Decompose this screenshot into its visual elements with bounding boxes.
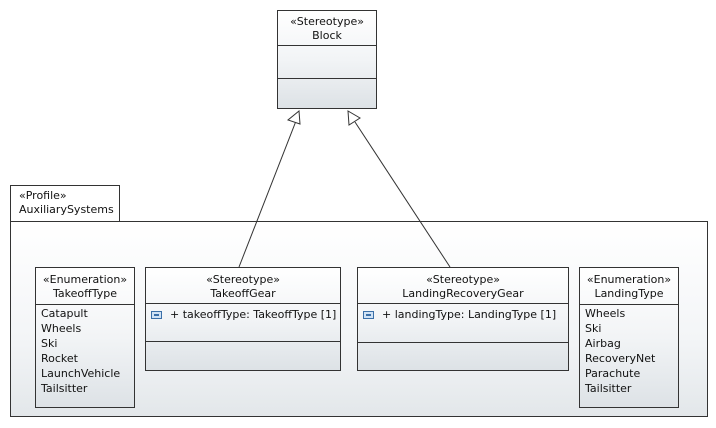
takeoff-gear-stereotype[interactable]: «Stereotype» TakeoffGear + takeoffType: … xyxy=(145,267,341,371)
takeoff-gear-attribute-text: + takeoffType: TakeoffType [1] xyxy=(170,308,337,321)
landing-recovery-gear-stereotype[interactable]: «Stereotype» LandingRecoveryGear + landi… xyxy=(357,267,569,371)
landing-type-name: LandingType xyxy=(594,287,664,300)
takeoff-gear-header: «Stereotype» TakeoffGear xyxy=(146,268,340,301)
enum-literal[interactable]: LaunchVehicle xyxy=(41,367,121,380)
inheritance-arrowhead-icon xyxy=(347,110,361,126)
enum-literal[interactable]: Parachute xyxy=(585,367,641,380)
landing-gear-stereotype-label: «Stereotype» xyxy=(426,273,500,286)
enum-literal[interactable]: Wheels xyxy=(585,307,626,320)
enum-literal[interactable]: Tailsitter xyxy=(41,382,88,395)
enum-literal[interactable]: Tailsitter xyxy=(585,382,632,395)
takeoff-type-enumeration[interactable]: «Enumeration» TakeoffType Catapult Wheel… xyxy=(35,267,135,408)
enum-literal[interactable]: Airbag xyxy=(585,337,621,350)
profile-name: AuxiliarySystems xyxy=(19,203,114,216)
block-divider-1 xyxy=(278,45,376,46)
landing-gear-divider-2 xyxy=(358,342,568,343)
block-stereotype-label: «Stereotype» xyxy=(290,15,364,28)
takeoff-type-header: «Enumeration» TakeoffType xyxy=(36,268,134,301)
inheritance-arrowhead-icon xyxy=(286,110,301,125)
block-header: «Stereotype» Block xyxy=(278,11,376,43)
takeoff-gear-attribute[interactable]: + takeoffType: TakeoffType [1] xyxy=(151,308,336,322)
takeoff-gear-stereotype-label: «Stereotype» xyxy=(206,273,280,286)
takeoff-gear-name: TakeoffGear xyxy=(210,287,276,300)
landing-type-enumeration[interactable]: «Enumeration» LandingType Wheels Ski Air… xyxy=(579,267,679,408)
block-divider-2 xyxy=(278,78,376,79)
landing-gear-divider-1 xyxy=(358,303,568,304)
attribute-icon xyxy=(151,311,162,319)
enum-literal[interactable]: RecoveryNet xyxy=(585,352,656,365)
landing-gear-attribute[interactable]: + landingType: LandingType [1] xyxy=(363,308,556,322)
generalization-landing-recovery-gear[interactable] xyxy=(347,110,451,268)
block-name: Block xyxy=(312,29,342,42)
enum-literal[interactable]: Ski xyxy=(41,337,58,350)
landing-type-header: «Enumeration» LandingType xyxy=(580,268,678,301)
takeoff-type-divider xyxy=(36,304,134,305)
enum-literal[interactable]: Wheels xyxy=(41,322,82,335)
enum-literal[interactable]: Ski xyxy=(585,322,602,335)
landing-gear-name: LandingRecoveryGear xyxy=(402,287,524,300)
takeoff-gear-divider-1 xyxy=(146,303,340,304)
takeoff-type-stereotype-label: «Enumeration» xyxy=(42,273,128,286)
attribute-icon xyxy=(363,311,374,319)
landing-gear-header: «Stereotype» LandingRecoveryGear xyxy=(358,268,568,301)
landing-type-stereotype-label: «Enumeration» xyxy=(586,273,672,286)
enum-literal[interactable]: Rocket xyxy=(41,352,78,365)
landing-gear-attribute-text: + landingType: LandingType [1] xyxy=(382,308,557,321)
profile-package-tab[interactable]: «Profile» AuxiliarySystems xyxy=(10,185,120,222)
takeoff-type-name: TakeoffType xyxy=(53,287,117,300)
takeoff-gear-divider-2 xyxy=(146,341,340,342)
profile-stereotype-label: «Profile» xyxy=(19,189,67,202)
block-stereotype[interactable]: «Stereotype» Block xyxy=(277,10,377,109)
landing-type-divider xyxy=(580,304,678,305)
enum-literal[interactable]: Catapult xyxy=(41,307,88,320)
generalization-takeoff-gear[interactable] xyxy=(238,110,301,268)
